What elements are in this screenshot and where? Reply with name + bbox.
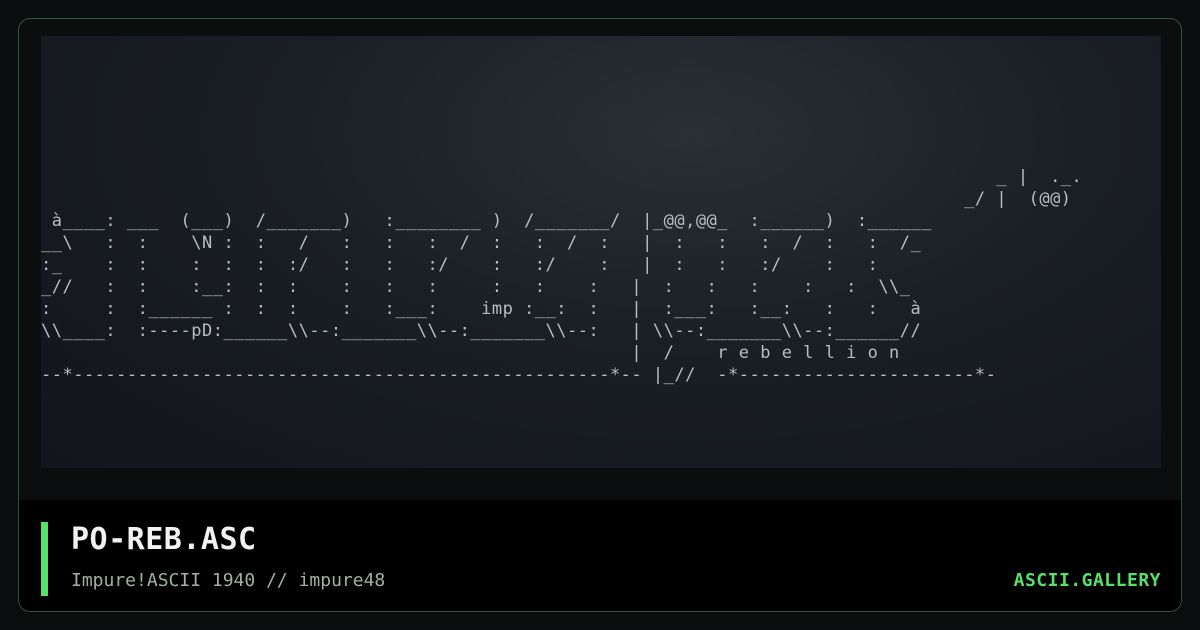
file-subtitle: Impure!ASCII 1940 // impure48 — [71, 570, 386, 591]
ascii-art-text: _ | ._. _/ | (@@) à____: ___ (___) /____… — [41, 167, 1083, 385]
ascii-art-preview: _ | ._. _/ | (@@) à____: ___ (___) /____… — [41, 36, 1161, 468]
preview-card: _ | ._. _/ | (@@) à____: ___ (___) /____… — [18, 18, 1182, 612]
site-brand: ASCII.GALLERY — [1013, 570, 1161, 591]
card-footer: PO-REB.ASC Impure!ASCII 1940 // impure48… — [19, 500, 1181, 611]
accent-bar — [41, 522, 48, 596]
file-title: PO-REB.ASC — [71, 522, 257, 557]
